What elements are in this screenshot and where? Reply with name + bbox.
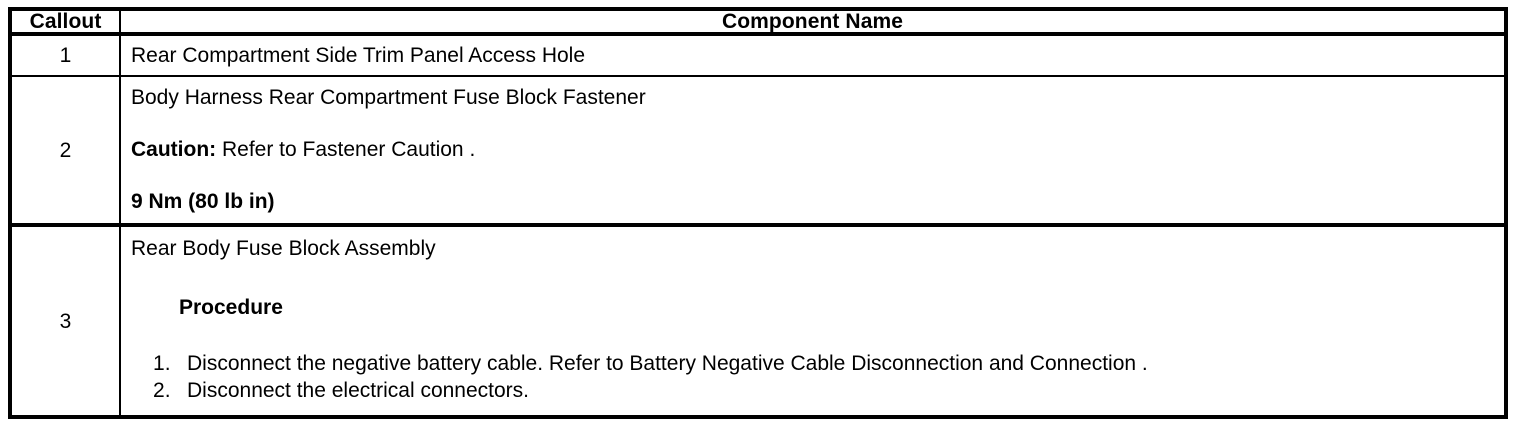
- table-row: 1 Rear Compartment Side Trim Panel Acces…: [10, 34, 1506, 78]
- table-body: 1 Rear Compartment Side Trim Panel Acces…: [10, 34, 1506, 417]
- procedure-heading: Procedure: [179, 296, 283, 320]
- list-item: Disconnect the negative battery cable. R…: [153, 350, 1148, 377]
- component-name-cell: Body Harness Rear Compartment Fuse Block…: [120, 76, 1506, 228]
- callout-table-container: Callout Component Name 1 Rear Compartmen…: [8, 7, 1508, 429]
- component-name-cell: Rear Compartment Side Trim Panel Access …: [120, 34, 1506, 78]
- column-header-callout: Callout: [10, 9, 121, 36]
- component-name-cell: Rear Body Fuse Block Assembly Procedure …: [120, 225, 1506, 417]
- torque-specification: 9 Nm (80 lb in): [131, 190, 275, 214]
- component-title: Rear Compartment Side Trim Panel Access …: [131, 44, 586, 67]
- component-title: Rear Body Fuse Block Assembly: [131, 237, 436, 261]
- header-row: Callout Component Name: [10, 9, 1506, 36]
- table-row: 3 Rear Body Fuse Block Assembly Procedur…: [10, 225, 1506, 417]
- table-row: 2 Body Harness Rear Compartment Fuse Blo…: [10, 76, 1506, 228]
- column-header-component-name: Component Name: [120, 9, 1506, 36]
- caution-label: Caution:: [131, 138, 217, 162]
- callout-number: 1: [10, 34, 121, 78]
- caution-note: Caution: Refer to Fastener Caution .: [131, 138, 1494, 161]
- list-item: Disconnect the electrical connectors.: [153, 377, 529, 404]
- caution-text: Refer to Fastener Caution .: [216, 138, 476, 162]
- procedure-step-list: Disconnect the negative battery cable. R…: [131, 350, 1494, 405]
- callout-number: 2: [10, 76, 121, 228]
- callout-number: 3: [10, 225, 121, 417]
- table-header: Callout Component Name: [10, 9, 1506, 36]
- component-title: Body Harness Rear Compartment Fuse Block…: [131, 86, 646, 110]
- component-callout-table: Callout Component Name 1 Rear Compartmen…: [8, 7, 1508, 419]
